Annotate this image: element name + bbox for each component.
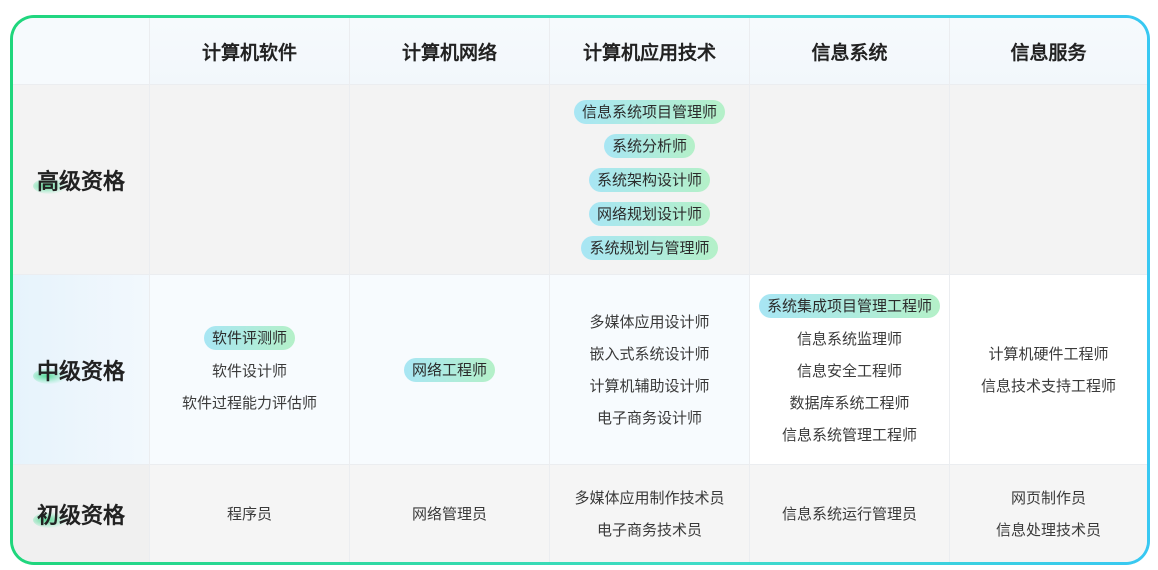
qualification-item: 数据库系统工程师 [789, 393, 910, 412]
column-header-application: 计算机应用技术 [550, 18, 750, 85]
cell-junior-network: 网络管理员 [350, 465, 550, 562]
qualification-item-highlighted: 网络工程师 [403, 357, 495, 382]
cell-intermediate-network: 网络工程师 [350, 275, 550, 465]
row-label-text: 初级资格 [37, 503, 126, 529]
qualification-item: 电子商务设计师 [596, 408, 702, 427]
qualification-item: 信息系统运行管理员 [781, 504, 917, 523]
qualification-item-highlighted: 系统规划与管理师 [581, 235, 718, 260]
qualification-item: 嵌入式系统设计师 [589, 344, 710, 363]
qualification-item-highlighted: 软件评测师 [203, 325, 295, 350]
cell-senior-info-service [950, 85, 1147, 275]
qualification-item: 多媒体应用设计师 [589, 312, 710, 331]
qualification-item: 信息技术支持工程师 [980, 376, 1116, 395]
row-label-senior: 高级资格 [13, 85, 150, 275]
cell-intermediate-software: 软件评测师软件设计师软件过程能力评估师 [150, 275, 350, 465]
qualification-item: 计算机硬件工程师 [988, 344, 1109, 363]
qualification-item-highlighted: 系统架构设计师 [588, 167, 710, 192]
qualification-item: 软件设计师 [211, 361, 287, 380]
qualification-table-frame: 计算机软件 计算机网络 计算机应用技术 信息系统 信息服务 高级资格 信息系统项… [10, 15, 1150, 565]
qualification-item-highlighted: 信息系统项目管理师 [573, 99, 725, 124]
cell-junior-software: 程序员 [150, 465, 350, 562]
qualification-item: 网页制作员 [1010, 488, 1086, 507]
qualification-item-highlighted: 系统分析师 [603, 133, 695, 158]
cell-intermediate-application: 多媒体应用设计师嵌入式系统设计师计算机辅助设计师电子商务设计师 [550, 275, 750, 465]
column-header-network: 计算机网络 [350, 18, 550, 85]
column-header-info-system: 信息系统 [750, 18, 950, 85]
qualification-item: 信息安全工程师 [796, 361, 902, 380]
qualification-item: 多媒体应用制作技术员 [574, 488, 725, 507]
cell-senior-network [350, 85, 550, 275]
qualification-item: 网络管理员 [411, 504, 487, 523]
qualification-table: 计算机软件 计算机网络 计算机应用技术 信息系统 信息服务 高级资格 信息系统项… [13, 18, 1147, 562]
row-label-text: 中级资格 [37, 359, 126, 385]
qualification-item-highlighted: 系统集成项目管理工程师 [758, 293, 940, 318]
cell-junior-info-system: 信息系统运行管理员 [750, 465, 950, 562]
row-label-junior: 初级资格 [13, 465, 150, 562]
column-header-info-service: 信息服务 [950, 18, 1147, 85]
cell-intermediate-info-service: 计算机硬件工程师信息技术支持工程师 [950, 275, 1147, 465]
qualification-item: 信息系统管理工程师 [781, 425, 917, 444]
cell-intermediate-info-system: 系统集成项目管理工程师信息系统监理师信息安全工程师数据库系统工程师信息系统管理工… [750, 275, 950, 465]
qualification-item: 信息系统监理师 [796, 329, 902, 348]
qualification-item: 软件过程能力评估师 [181, 393, 317, 412]
qualification-item: 计算机辅助设计师 [589, 376, 710, 395]
header-corner [13, 18, 150, 85]
cell-senior-software [150, 85, 350, 275]
qualification-item: 信息处理技术员 [995, 520, 1101, 539]
cell-junior-info-service: 网页制作员信息处理技术员 [950, 465, 1147, 562]
cell-senior-application: 信息系统项目管理师系统分析师系统架构设计师网络规划设计师系统规划与管理师 [550, 85, 750, 275]
row-label-intermediate: 中级资格 [13, 275, 150, 465]
column-header-software: 计算机软件 [150, 18, 350, 85]
qualification-item-highlighted: 网络规划设计师 [588, 201, 710, 226]
cell-junior-application: 多媒体应用制作技术员电子商务技术员 [550, 465, 750, 562]
qualification-item: 电子商务技术员 [596, 520, 702, 539]
row-label-text: 高级资格 [37, 169, 126, 195]
qualification-item: 程序员 [226, 504, 272, 523]
cell-senior-info-system [750, 85, 950, 275]
